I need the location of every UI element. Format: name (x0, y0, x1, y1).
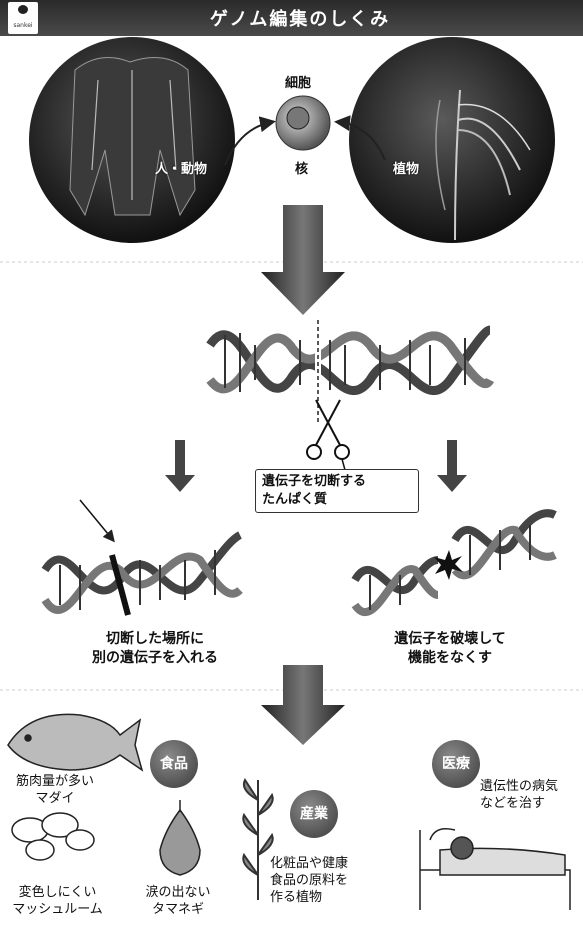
dna-helix-broken (355, 513, 555, 612)
big-down-arrow-2 (261, 665, 345, 745)
onion-caption-line-1: 涙の出ない (128, 884, 228, 901)
dna-helix-inserted (45, 500, 240, 615)
insert-caption-line-2: 別の遺伝子を入れる (60, 649, 250, 668)
nucleus-label: 核 (295, 158, 308, 177)
plant-caption: 化粧品や健康 食品の原料を 作る植物 (270, 855, 380, 906)
insert-gene-caption: 切断した場所に 別の遺伝子を入れる (60, 630, 250, 668)
mushroom-caption-line-2: マッシュルーム (0, 901, 115, 918)
plant-caption-line-1: 化粧品や健康 (270, 855, 380, 872)
human-animal-circle (29, 37, 235, 243)
scissors-icon (307, 400, 349, 459)
medical-caption: 遺伝性の病気 などを治す (480, 778, 583, 812)
down-arrow-right (437, 440, 467, 492)
destroy-caption-line-2: 機能をなくす (365, 649, 535, 668)
destroy-gene-caption: 遺伝子を破壊して 機能をなくす (365, 630, 535, 668)
destroy-caption-line-1: 遺伝子を破壊して (365, 630, 535, 649)
medical-caption-line-2: などを治す (480, 795, 583, 812)
human-animal-label: 人・動物 (155, 158, 207, 177)
plant-label: 植物 (393, 158, 419, 177)
cell-illustration (276, 96, 330, 150)
fish-caption-line-1: 筋肉量が多い (0, 773, 110, 790)
plant-caption-line-3: 作る植物 (270, 889, 380, 906)
big-down-arrow-1 (261, 205, 345, 315)
patient-bed-icon (420, 829, 570, 910)
plant-caption-line-2: 食品の原料を (270, 872, 380, 889)
protein-line-2: たんぱく質 (262, 491, 412, 509)
down-arrow-left (165, 440, 195, 492)
medical-badge: 医療 (432, 740, 480, 788)
onion-caption-line-2: タマネギ (128, 901, 228, 918)
insert-caption-line-1: 切断した場所に (60, 630, 250, 649)
dna-helix-main (210, 320, 490, 425)
medical-caption-line-1: 遺伝性の病気 (480, 778, 583, 795)
fish-caption: 筋肉量が多い マダイ (0, 773, 110, 807)
onion-caption: 涙の出ない タマネギ (128, 884, 228, 918)
mushroom-caption: 変色しにくい マッシュルーム (0, 884, 115, 918)
onion-icon (160, 800, 200, 875)
cell-label: 細胞 (285, 72, 311, 91)
mushroom-icon (12, 813, 94, 860)
plant-icon (243, 780, 272, 900)
food-badge: 食品 (150, 740, 198, 788)
plant-circle (349, 37, 555, 243)
cutting-protein-label: 遺伝子を切断する たんぱく質 (255, 469, 419, 513)
fish-icon (8, 714, 142, 770)
mushroom-caption-line-1: 変色しにくい (0, 884, 115, 901)
protein-line-1: 遺伝子を切断する (262, 473, 412, 491)
fish-caption-line-2: マダイ (0, 790, 110, 807)
industry-badge: 産業 (290, 790, 338, 838)
